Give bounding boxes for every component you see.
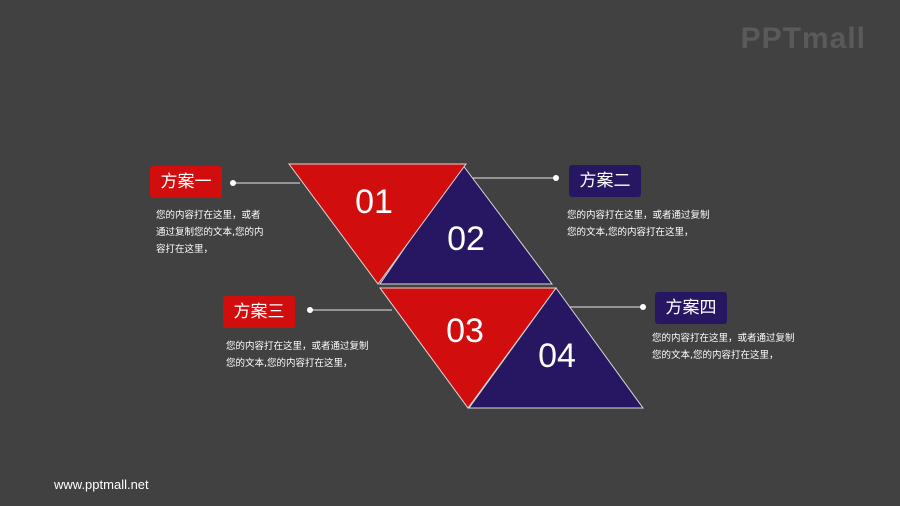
connector-1 (230, 180, 300, 186)
number-03: 03 (446, 312, 484, 350)
triangle-01 (288, 163, 467, 285)
number-04: 04 (538, 337, 576, 375)
description-4-line: 您的文本,您的内容打在这里， (652, 350, 779, 361)
description-3-line: 您的内容打在这里，或者通过复制 (226, 341, 369, 352)
description-2-line: 您的文本,您的内容打在这里， (567, 227, 694, 238)
title-tag-4: 方案四 (655, 292, 727, 324)
footer-url: www.pptmall.net (54, 477, 149, 492)
title-tag-1: 方案一 (150, 166, 222, 198)
triangle-03 (379, 287, 557, 409)
title-tag-3: 方案三 (223, 296, 295, 328)
description-3: 您的内容打在这里，或者通过复制 您的文本,您的内容打在这里， (226, 338, 416, 372)
number-02: 02 (447, 220, 485, 258)
description-1-line: 容打在这里， (156, 244, 214, 255)
description-1: 您的内容打在这里，或者 通过复制您的文本,您的内 容打在这里， (156, 207, 286, 258)
logo: PPTmall (740, 22, 866, 55)
connector-2 (462, 175, 559, 181)
title-tag-2: 方案二 (569, 165, 641, 197)
connector-3 (307, 307, 392, 313)
description-1-line: 通过复制您的文本,您的内 (156, 227, 264, 238)
number-01: 01 (355, 183, 393, 221)
description-1-line: 您的内容打在这里，或者 (156, 210, 261, 221)
description-2: 您的内容打在这里，或者通过复制 您的文本,您的内容打在这里， (567, 207, 757, 241)
description-4-line: 您的内容打在这里，或者通过复制 (652, 333, 795, 344)
description-4: 您的内容打在这里，或者通过复制 您的文本,您的内容打在这里， (652, 330, 842, 364)
description-2-line: 您的内容打在这里，或者通过复制 (567, 210, 710, 221)
description-3-line: 您的文本,您的内容打在这里， (226, 358, 353, 369)
